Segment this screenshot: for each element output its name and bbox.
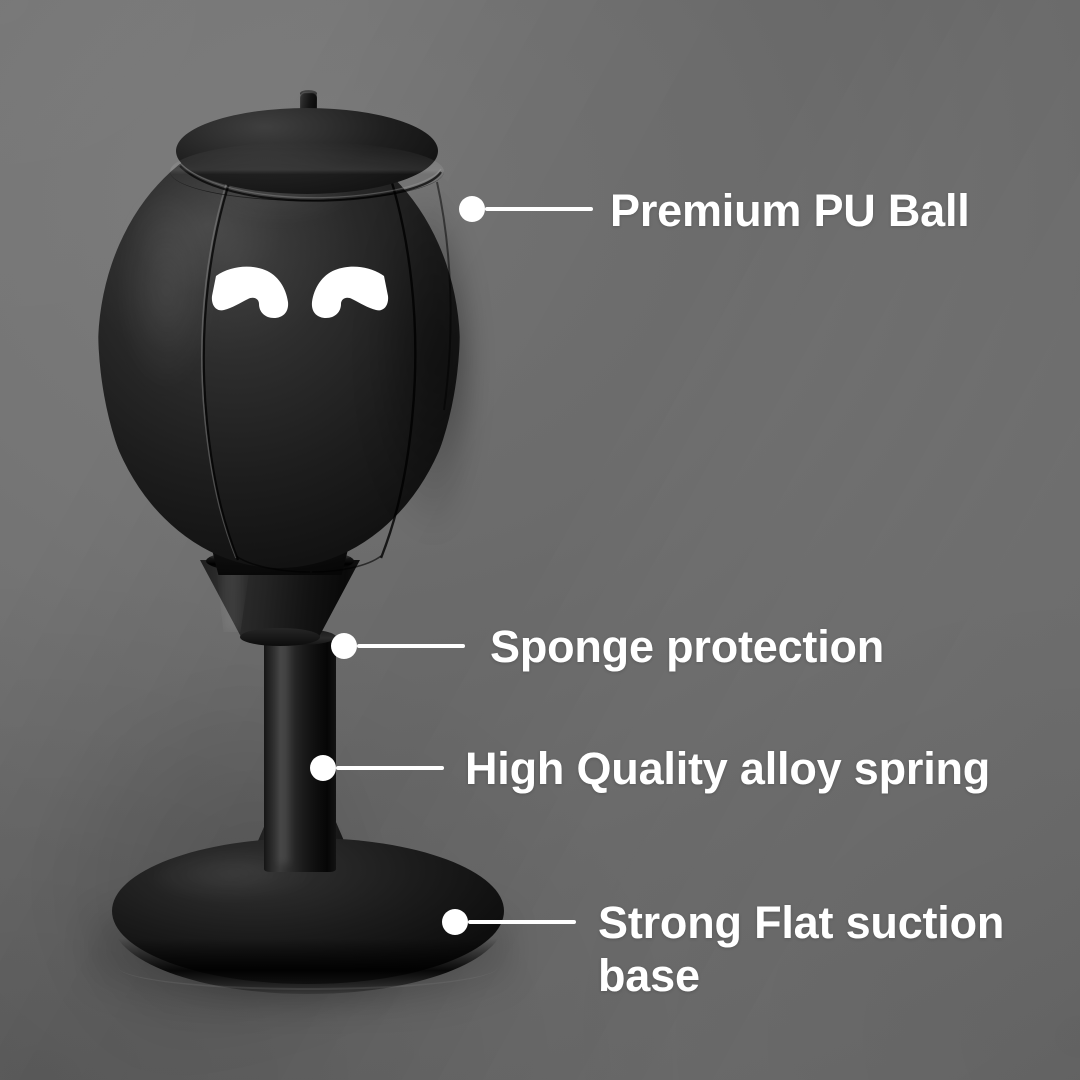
base-rim-line — [118, 944, 498, 990]
right-eye-icon — [311, 266, 389, 318]
callout-label-high-quality-alloy-spring: High Quality alloy spring — [465, 743, 991, 794]
callout-label-premium-pu-ball: Premium PU Ball — [610, 185, 970, 236]
callout-line-strong-flat-suction-base — [468, 920, 576, 924]
left-eye-icon — [211, 266, 289, 318]
callout-dot-premium-pu-ball[interactable] — [459, 196, 485, 222]
alloy-spring-shaft — [264, 634, 336, 872]
shaft-highlight — [276, 640, 292, 864]
callout-dot-sponge-protection[interactable] — [331, 633, 357, 659]
callout-label-sponge-protection: Sponge protection — [490, 621, 885, 672]
angry-eyes-decal — [210, 258, 390, 348]
ball-left-highlight — [112, 190, 216, 440]
callout-label-strong-flat-suction-base: Strong Flat suction base — [598, 897, 1005, 1002]
callout-line-high-quality-alloy-spring — [336, 766, 444, 770]
callout-dot-strong-flat-suction-base[interactable] — [442, 909, 468, 935]
callout-dot-high-quality-alloy-spring[interactable] — [310, 755, 336, 781]
callout-line-sponge-protection — [357, 644, 465, 648]
sponge-cone-bottom-rim — [240, 628, 320, 646]
ball-right-shading — [330, 170, 470, 570]
top-cap-rim — [170, 142, 444, 201]
callout-line-premium-pu-ball — [485, 207, 593, 211]
